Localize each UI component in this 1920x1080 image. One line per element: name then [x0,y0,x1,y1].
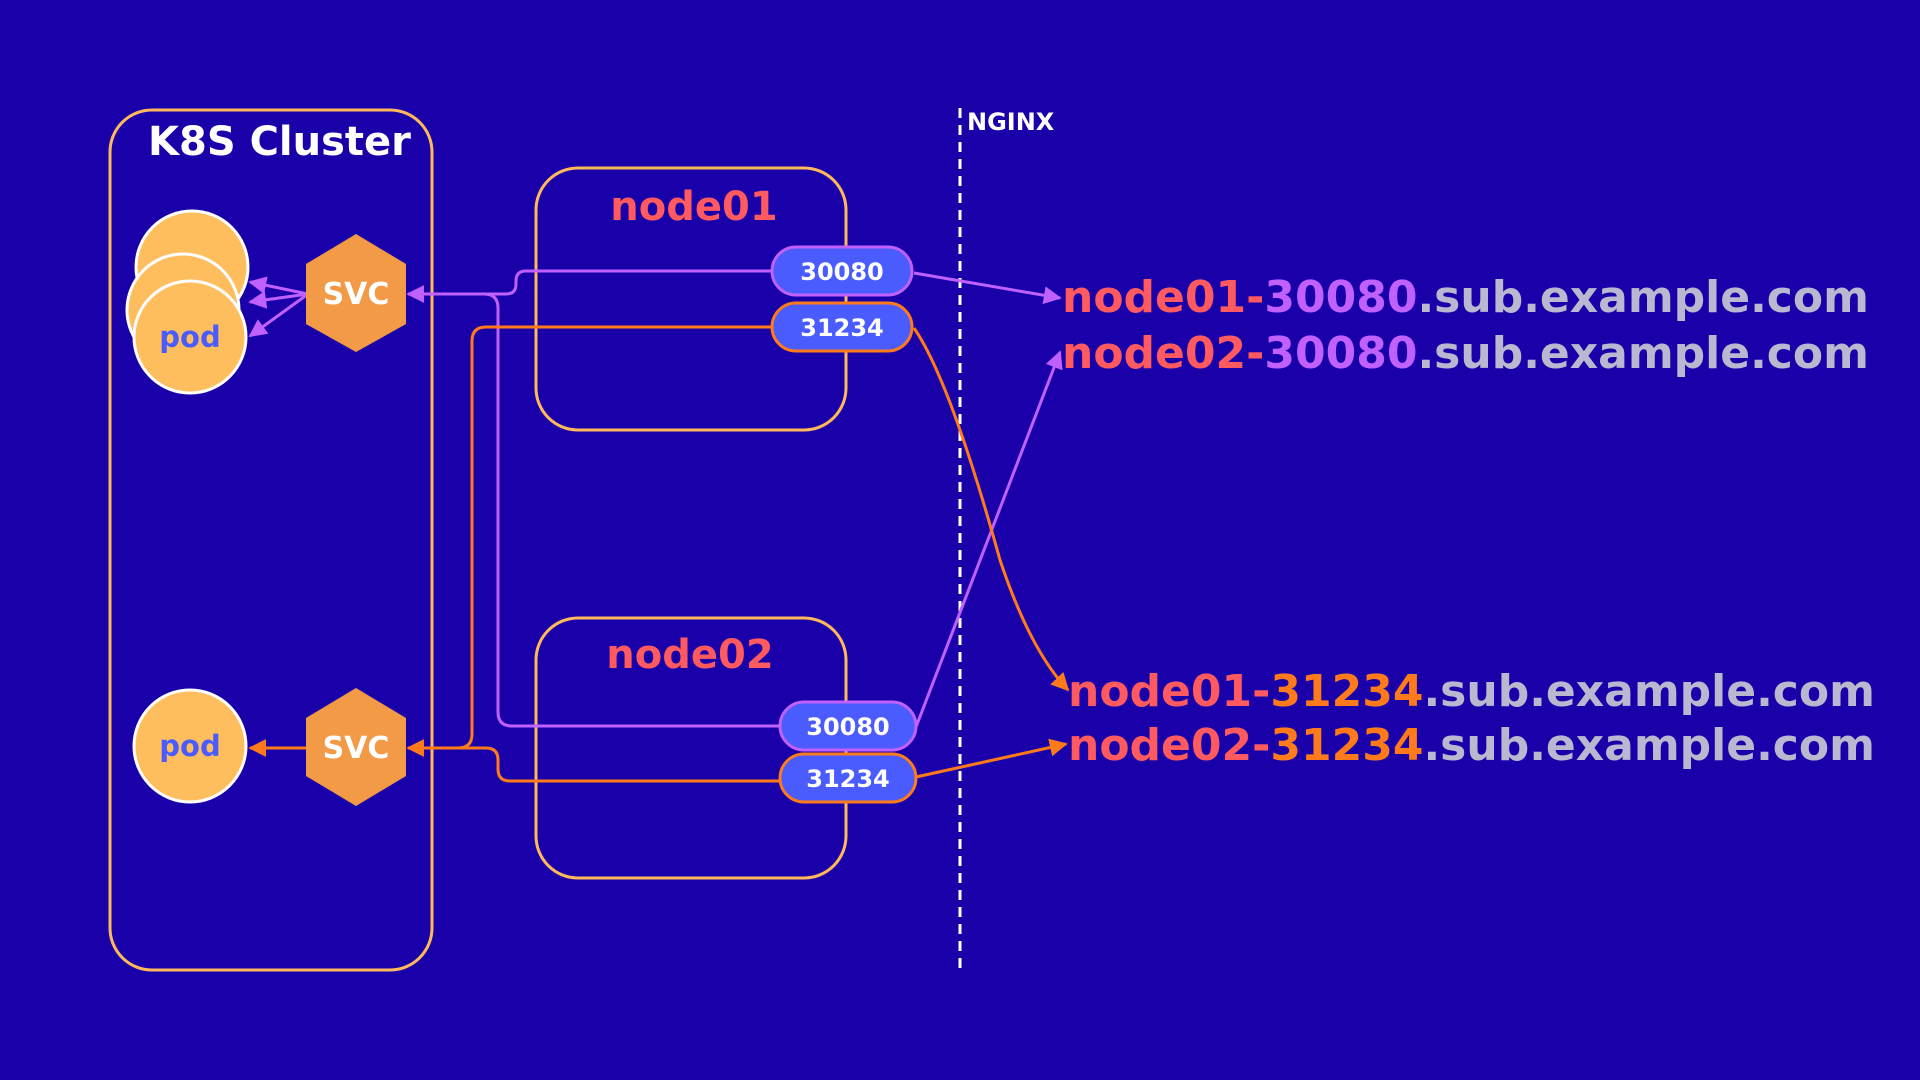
node02-title: node02 [606,632,773,678]
svc-to-pod-3 [248,292,309,338]
svc-label: SVC [323,277,390,312]
url-node02-30080: node02-30080.sub.example.com [1062,328,1869,379]
port-node02-30080: 30080 [778,700,918,752]
route-node02-30080 [914,350,1063,728]
port-label: 30080 [800,258,884,286]
pod-group-top: pod [125,209,250,395]
port-label: 31234 [800,314,884,342]
cluster-border [108,108,434,972]
node01-title: node01 [610,184,777,230]
node01-box: node01 [534,166,848,432]
port-label: 31234 [806,765,890,793]
port-node01-30080: 30080 [770,245,914,297]
url-node01-31234: node01-31234.sub.example.com [1068,666,1875,717]
port-node02-31234: 31234 [778,752,918,804]
connector-node02-31234-to-svc [440,746,780,783]
pod-circle [132,279,248,395]
port-pill [770,245,914,297]
port-node01-31234: 31234 [770,301,914,353]
node01-border [534,166,848,432]
k8s-cluster: K8S Cluster [108,108,434,972]
route-node01-31234 [912,327,1070,692]
port-pill [770,301,914,353]
pod-circle [132,688,248,804]
connections [248,269,1070,783]
svc-top: SVC [306,234,406,352]
nginx-boundary: NGINX [958,108,1055,972]
pod-label: pod [159,320,220,354]
pod-bottom: pod [132,688,248,804]
svc-hexagon [306,688,406,806]
port-pill [778,700,918,752]
port-pill [778,752,918,804]
route-node01-30080 [913,271,1062,305]
route-node02-31234 [915,738,1068,779]
url-node01-30080: node01-30080.sub.example.com [1062,272,1869,323]
svc-label: SVC [323,731,390,766]
port-label: 30080 [806,713,890,741]
pod-label: pod [159,729,220,763]
url-node02-31234: node02-31234.sub.example.com [1068,720,1875,771]
svc-hexagon [306,234,406,352]
connector-node01-31234-to-svc [406,325,772,757]
connector-node02-30080-to-svc [440,292,780,728]
cluster-title: K8S Cluster [148,119,411,165]
nginx-label: NGINX [967,108,1055,136]
svc-to-pod-1 [248,276,309,296]
svc-to-pod-2 [248,290,309,309]
svc-bottom: SVC [306,688,406,806]
connector-node01-30080-to-svc [406,269,772,303]
